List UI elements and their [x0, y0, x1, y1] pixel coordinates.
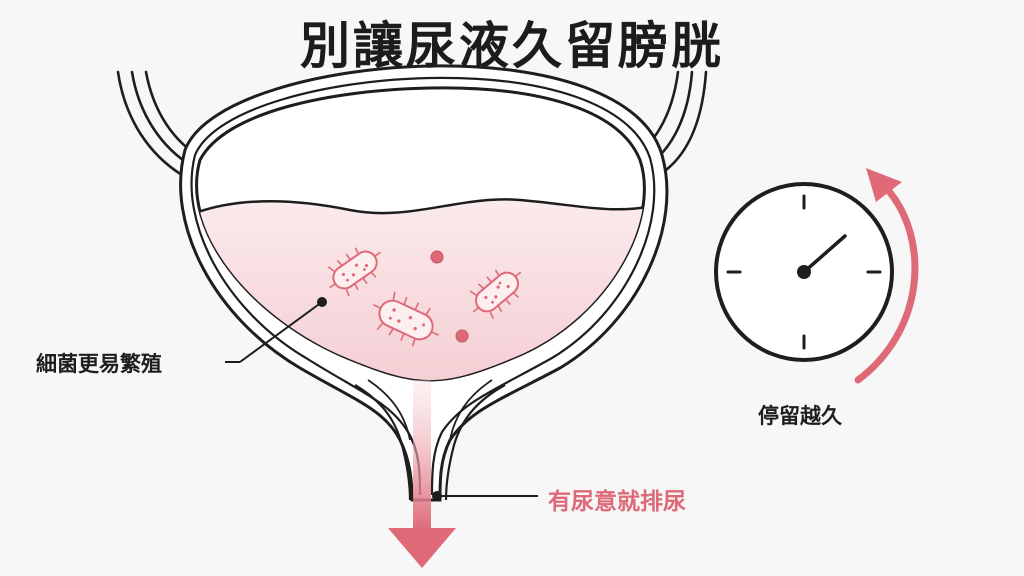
urinate-label: 有尿意就排尿	[548, 489, 686, 515]
bacteria-label: 細菌更易繁殖	[36, 352, 162, 376]
leader-bacteria	[225, 297, 327, 363]
leader-urinate	[432, 491, 538, 501]
arrow-down-icon	[388, 380, 456, 568]
clock-icon	[714, 182, 894, 362]
curved-arrow-icon	[854, 168, 919, 384]
bladder-icon	[179, 64, 669, 502]
longer-stay-label: 停留越久	[758, 404, 842, 428]
page-title: 別讓尿液久留膀胱	[300, 17, 724, 75]
bacteria-icon	[327, 247, 522, 347]
